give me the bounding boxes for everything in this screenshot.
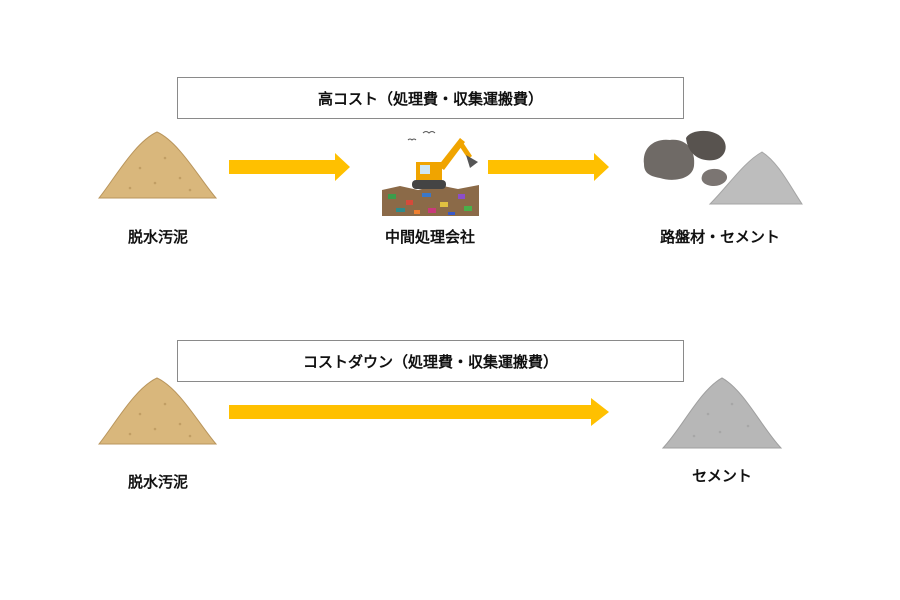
landfill-excavator-icon [382,131,479,216]
top-source-label: 脱水汚泥 [127,228,188,246]
cost-down-banner: コストダウン（処理費・収集運搬費） [177,340,684,382]
bottom-target-label: セメント [692,467,752,485]
bottom-source-label: 脱水汚泥 [127,473,188,491]
arrow-right-icon [229,398,609,426]
rocks-and-cement-icon [643,130,803,205]
arrow-right-icon [229,153,350,181]
top-cost-banner: 高コスト（処理費・収集運搬費） [177,77,684,119]
arrow-right-icon [488,153,609,181]
sludge-pile-icon [97,131,218,199]
cement-pile-icon [661,377,783,449]
middle-processor-label: 中間処理会社 [384,228,475,246]
top-target-label: 路盤材・セメント [660,228,780,246]
cost-down-banner-text: コストダウン（処理費・収集運搬費） [302,352,558,371]
top-cost-banner-text: 高コスト（処理費・収集運搬費） [317,89,543,108]
sludge-pile-icon [97,377,218,445]
